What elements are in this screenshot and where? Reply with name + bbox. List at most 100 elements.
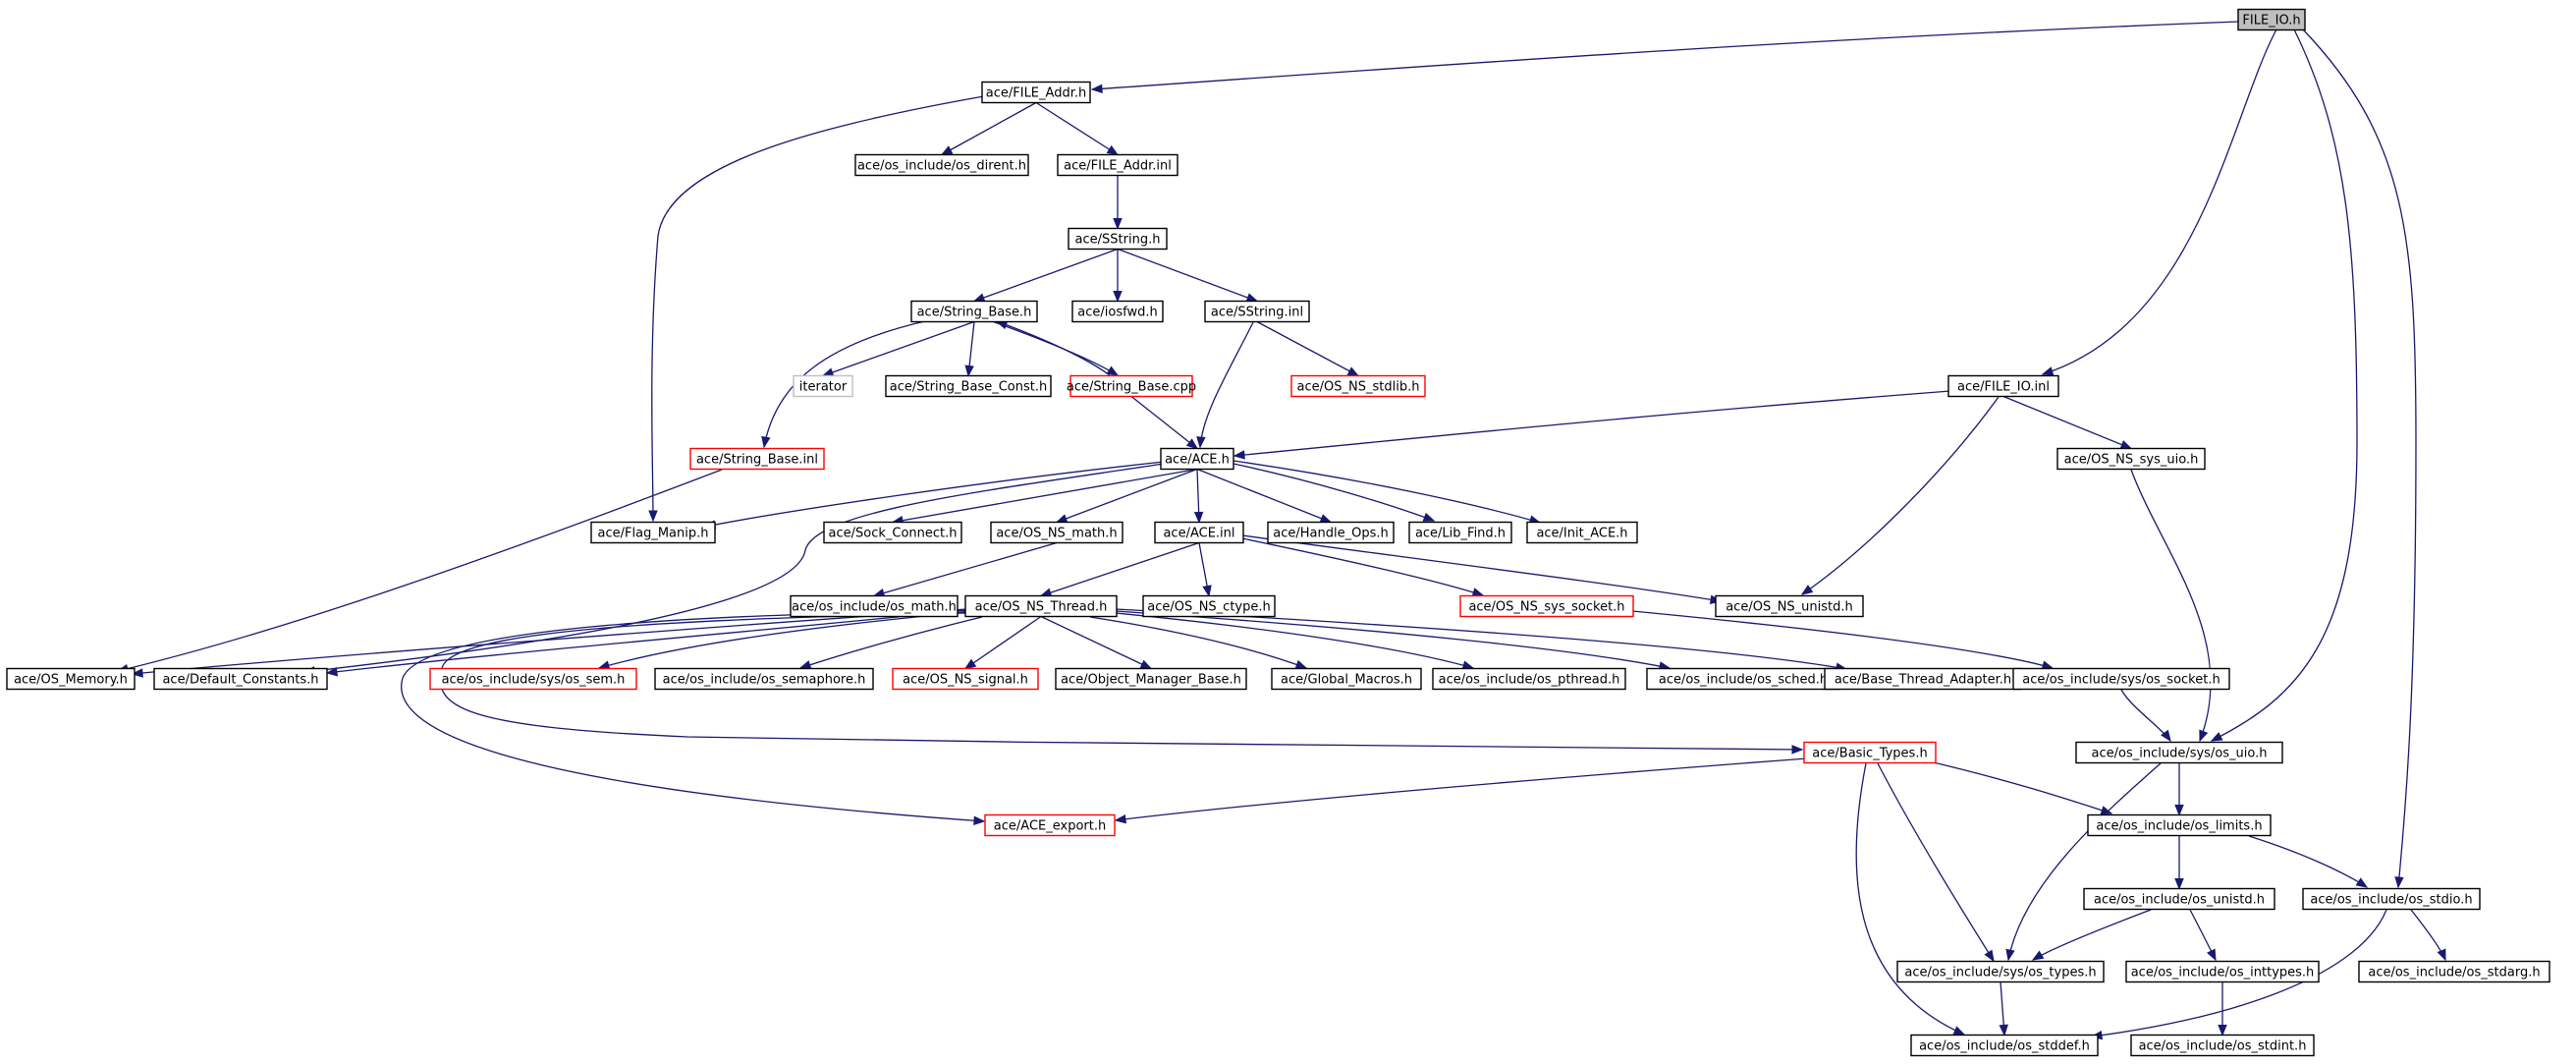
edge-line <box>873 541 1058 597</box>
node-os-stdint[interactable]: ace/os_include/os_stdint.h <box>2130 1034 2315 1057</box>
edge-os-ns-math-to-os-math <box>872 541 1058 598</box>
edge-line <box>2091 909 2387 1037</box>
node-ace-export[interactable]: ace/ACE_export.h <box>984 813 1116 837</box>
node-string-base-inl[interactable]: ace/String_Base.inl <box>689 447 825 471</box>
node-ace-h[interactable]: ace/ACE.h <box>1160 447 1234 471</box>
node-label: ace/FILE_Addr.h <box>986 86 1086 101</box>
node-box <box>910 300 1038 323</box>
node-os-sched[interactable]: ace/os_include/os_sched.h <box>1646 667 1840 691</box>
node-string-base-h[interactable]: ace/String_Base.h <box>910 300 1038 323</box>
node-os-pthread[interactable]: ace/os_include/os_pthread.h <box>1432 667 1626 691</box>
edge-os-ns-thread-to-global-macros <box>1089 616 1308 669</box>
node-string-base-cpp[interactable]: ace/String_Base.cpp <box>1067 374 1196 398</box>
node-box <box>1068 227 1168 251</box>
arrowhead-icon <box>1319 514 1333 524</box>
edge-line <box>2002 395 2132 450</box>
node-file-addr-h[interactable]: ace/FILE_Addr.h <box>981 81 1091 104</box>
node-os-ns-signal[interactable]: ace/OS_NS_signal.h <box>892 667 1039 691</box>
node-box <box>1896 960 2105 983</box>
node-flag-manip[interactable]: ace/Flag_Manip.h <box>590 521 716 544</box>
node-os-stdarg[interactable]: ace/os_include/os_stdarg.h <box>2358 960 2550 983</box>
node-os-ns-math[interactable]: ace/OS_NS_math.h <box>990 521 1124 544</box>
node-iosfwd[interactable]: ace/iosfwd.h <box>1071 300 1164 323</box>
edge-file-io-inl-to-os-ns-sys-uio <box>2002 395 2133 450</box>
edge-sys-os-uio-to-sys-os-types <box>2005 762 2162 962</box>
edge-string-base-h-to-string-base-const <box>964 321 975 377</box>
node-file-io-inl[interactable]: ace/FILE_IO.inl <box>1947 374 2059 398</box>
edge-line <box>2042 28 2277 375</box>
edge-line <box>2130 469 2212 742</box>
node-handle-ops[interactable]: ace/Handle_Ops.h <box>1267 521 1395 544</box>
node-os-semaphore[interactable]: ace/os_include/os_semaphore.h <box>654 667 874 691</box>
node-basic-types[interactable]: ace/Basic_Types.h <box>1803 741 1937 764</box>
node-os-ns-unistd[interactable]: ace/OS_NS_unistd.h <box>1715 594 1864 618</box>
node-label: ace/os_include/os_pthread.h <box>1439 673 1620 688</box>
node-os-ns-thread[interactable]: ace/OS_NS_Thread.h <box>964 594 1118 618</box>
node-sys-os-types[interactable]: ace/os_include/sys/os_types.h <box>1896 960 2105 983</box>
node-file-addr-inl[interactable]: ace/FILE_Addr.inl <box>1057 153 1178 177</box>
arrowhead-icon <box>1106 144 1120 156</box>
edge-file-io-h-to-sys-os-uio <box>2210 28 2358 742</box>
edge-os-ns-sys-uio-to-sys-os-uio <box>2130 469 2212 743</box>
node-label: ace/OS_Memory.h <box>14 673 128 688</box>
node-os-inttypes[interactable]: ace/os_include/os_inttypes.h <box>2125 960 2320 983</box>
node-string-base-const[interactable]: ace/String_Base_Const.h <box>885 374 1052 398</box>
arrowhead-icon <box>1791 745 1804 755</box>
node-os-stdio[interactable]: ace/os_include/os_stdio.h <box>2302 887 2481 911</box>
node-os-ns-sys-uio[interactable]: ace/OS_NS_sys_uio.h <box>2056 447 2206 471</box>
node-os-stddef[interactable]: ace/os_include/os_stddef.h <box>1910 1034 2099 1057</box>
edge-line <box>117 469 723 672</box>
node-os-math[interactable]: ace/os_include/os_math.h <box>790 594 959 618</box>
node-os-ns-sys-socket[interactable]: ace/OS_NS_sys_socket.h <box>1459 594 1634 618</box>
node-label: ace/os_include/sys/os_uio.h <box>2092 747 2268 761</box>
edge-os-inttypes-to-os-stdint <box>2218 981 2227 1036</box>
node-label: ace/OS_NS_sys_uio.h <box>2064 453 2199 468</box>
node-os-limits[interactable]: ace/os_include/os_limits.h <box>2087 813 2272 837</box>
node-os-ns-stdlib[interactable]: ace/OS_NS_stdlib.h <box>1290 374 1426 398</box>
node-default-constants[interactable]: ace/Default_Constants.h <box>153 667 328 691</box>
node-sstring-h[interactable]: ace/SString.h <box>1068 227 1168 251</box>
node-label: ace/os_include/os_semaphore.h <box>663 673 866 688</box>
edge-line <box>1115 757 1808 821</box>
edge-string-base-h-to-string-base-inl <box>761 319 930 449</box>
node-label: ace/Sock_Connect.h <box>829 527 958 541</box>
node-lib-find[interactable]: ace/Lib_Find.h <box>1408 521 1512 544</box>
edge-ace-h-to-ace-inl <box>1193 469 1204 524</box>
edge-os-ns-thread-to-basic-types <box>439 612 1804 755</box>
edge-ace-h-to-sock-connect <box>891 468 1198 526</box>
node-sys-os-uio[interactable]: ace/os_include/sys/os_uio.h <box>2075 741 2283 764</box>
arrowhead-icon <box>1245 293 1259 303</box>
edge-line <box>1801 396 2000 595</box>
node-box <box>1290 374 1426 398</box>
arrowhead-icon <box>973 815 986 825</box>
node-sock-connect[interactable]: ace/Sock_Connect.h <box>823 521 962 544</box>
node-box <box>2302 887 2481 911</box>
node-os-unistd-inc[interactable]: ace/os_include/os_unistd.h <box>2083 887 2275 911</box>
node-os-dirent[interactable]: ace/os_include/os_dirent.h <box>854 153 1029 177</box>
node-label: iterator <box>799 380 848 395</box>
node-ace-inl[interactable]: ace/ACE.inl <box>1154 521 1244 544</box>
edge-line <box>1241 537 1484 596</box>
node-label: ace/Default_Constants.h <box>162 673 318 688</box>
node-box <box>1160 447 1234 471</box>
node-file-io-h[interactable]: FILE_IO.h <box>2237 8 2306 31</box>
node-global-macros[interactable]: ace/Global_Macros.h <box>1271 667 1422 691</box>
node-os-ns-ctype[interactable]: ace/OS_NS_ctype.h <box>1142 594 1276 618</box>
node-sys-os-socket[interactable]: ace/os_include/sys/os_socket.h <box>2012 667 2230 691</box>
node-box <box>2087 813 2272 837</box>
arrowhead-icon <box>1106 365 1120 376</box>
node-sstring-inl[interactable]: ace/SString.inl <box>1204 300 1310 323</box>
edge-os-ns-thread-to-os-semaphore <box>798 616 983 670</box>
node-label: ace/OS_NS_ctype.h <box>1147 600 1271 615</box>
arrowhead-icon <box>1114 814 1126 824</box>
node-os-memory[interactable]: ace/OS_Memory.h <box>6 667 136 691</box>
node-os-sem[interactable]: ace/os_include/sys/os_sem.h <box>429 667 637 691</box>
node-label: ace/ACE_export.h <box>994 819 1106 834</box>
edge-ace-h-to-lib-find <box>1233 463 1436 522</box>
node-base-thread-adapter[interactable]: ace/Base_Thread_Adapter.h <box>1824 667 2022 691</box>
edge-line <box>1241 534 1722 602</box>
node-init-ace[interactable]: ace/Init_ACE.h <box>1526 521 1638 544</box>
arrowhead-icon <box>648 510 658 523</box>
node-object-manager-base[interactable]: ace/Object_Manager_Base.h <box>1055 667 1247 691</box>
